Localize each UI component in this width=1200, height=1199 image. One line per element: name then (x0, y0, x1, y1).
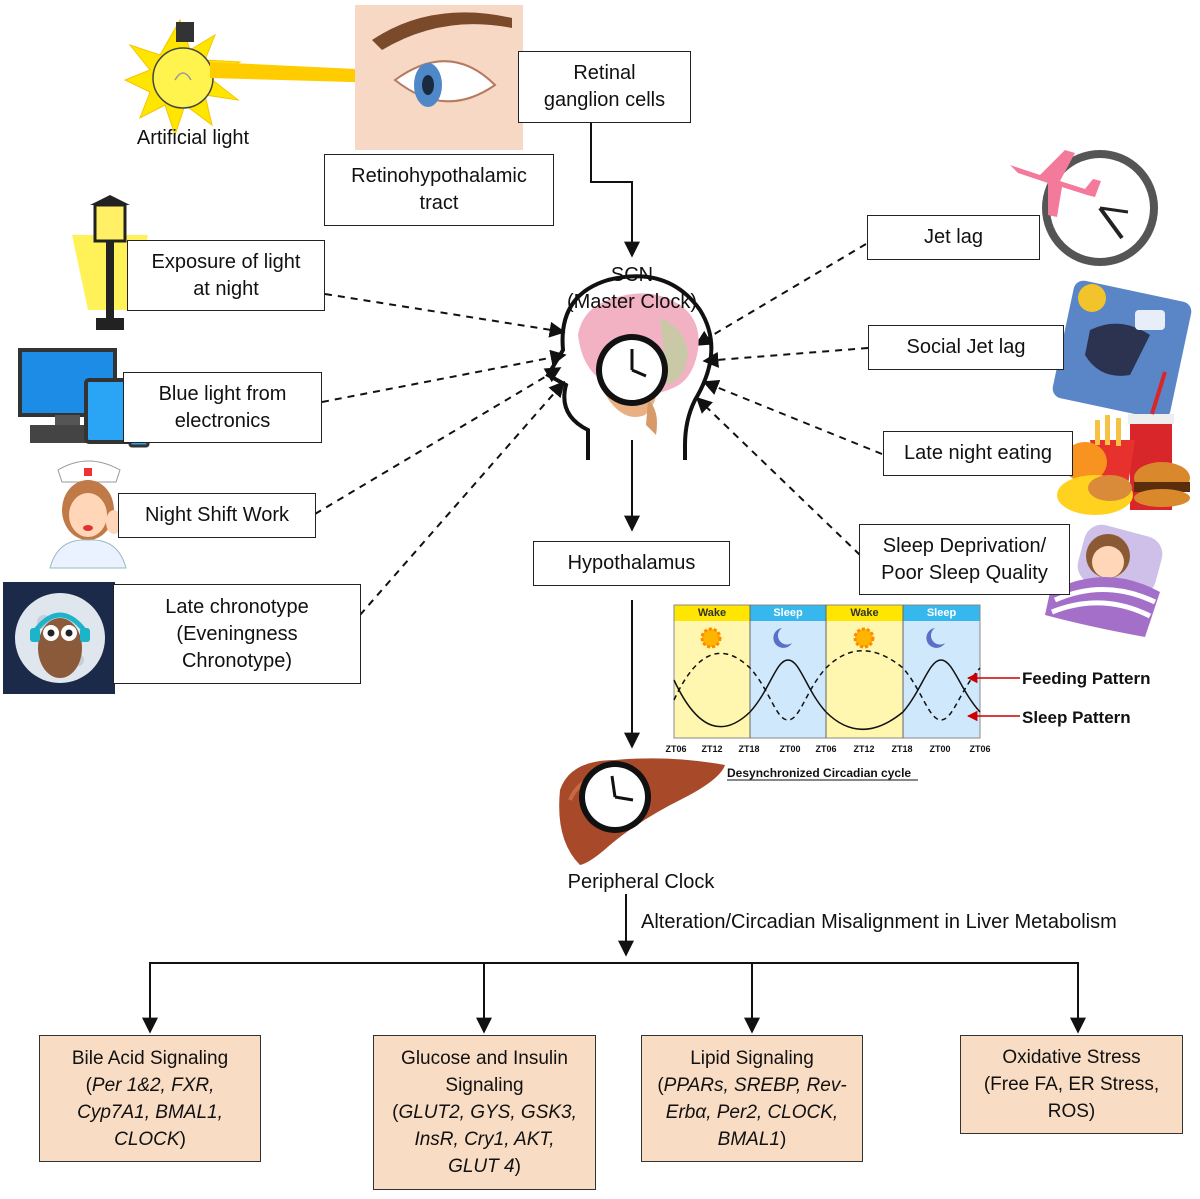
tick-5: ZT12 (853, 744, 875, 754)
tick-8: ZT06 (969, 744, 991, 754)
bile-acid-box: Bile Acid Signaling (Per 1&2, FXR, Cyp7A… (39, 1035, 261, 1162)
blue-light-line-1: Blue light from (158, 382, 287, 405)
tick-1: ZT12 (701, 744, 723, 754)
glucose-title-1: Glucose and Insulin (401, 1048, 568, 1069)
light-bulb-icon (123, 18, 242, 137)
artificial-light-label: Artificial light (136, 127, 250, 149)
sleep-pattern-label: Sleep Pattern (1022, 708, 1131, 727)
night-shift-box: Night Shift Work (118, 493, 316, 538)
oxidative-stress-box: Oxidative Stress (Free FA, ER Stress, RO… (960, 1035, 1183, 1134)
late-chronotype-box: Late chronotype (Eveningness Chronotype) (113, 584, 361, 684)
band-sleep-1: Sleep (773, 607, 803, 619)
bile-genes-1: Per 1&2, FXR, (91, 1074, 215, 1096)
tick-0: ZT06 (665, 744, 687, 754)
chronotype-line-3: Chronotype) (181, 649, 293, 672)
sleep-dep-line-1: Sleep Deprivation/ (882, 534, 1047, 557)
chronotype-line-1: Late chronotype (165, 595, 309, 618)
rht-line-1: Retinohypothalamic (351, 165, 527, 187)
feeding-pattern-label: Feeding Pattern (1022, 669, 1151, 688)
exposure-light-box: Exposure of light at night (127, 240, 325, 311)
liver-icon (559, 758, 725, 865)
fast-food-icon (1057, 371, 1190, 515)
chronotype-line-2: (Eveningness (176, 622, 298, 645)
tick-6: ZT18 (891, 744, 913, 754)
scn-line-1: SCN (610, 264, 654, 286)
circadian-cycle-chart (673, 604, 1020, 781)
glucose-gene-line-3: GLUT 4) (448, 1153, 521, 1180)
rht-line-2: tract (419, 192, 459, 214)
scn-line-2: (Master Clock) (566, 291, 697, 313)
band-wake-1: Wake (697, 607, 727, 619)
hypothalamus-box: Hypothalamus (533, 541, 730, 586)
social-jet-lag-box: Social Jet lag (868, 325, 1064, 370)
bile-close-paren: ) (179, 1128, 186, 1150)
lipid-genes-2: Erbα, Per2, CLOCK, (665, 1101, 839, 1123)
bile-gene-line-3: CLOCK) (114, 1126, 186, 1153)
night-shift-label: Night Shift Work (144, 504, 290, 526)
jet-lag-box: Jet lag (867, 215, 1040, 260)
lipid-signaling-box: Lipid Signaling (PPARs, SREBP, Rev- Erbα… (641, 1035, 863, 1162)
desynchronized-caption: Desynchronized Circadian cycle (727, 766, 912, 780)
glucose-genes-3: GLUT 4 (448, 1156, 515, 1177)
glucose-genes-2: InsR, Cry1, AKT, (414, 1129, 555, 1150)
retinal-line-2: ganglion cells (543, 89, 666, 111)
retinal-line-1: Retinal (573, 62, 636, 84)
lipid-open-paren: ( (657, 1074, 664, 1096)
eye-icon (355, 5, 523, 150)
glucose-gene-line-1: (GLUT2, GYS, GSK3, (392, 1099, 577, 1126)
scn-label: SCN (Master Clock) (552, 262, 712, 316)
social-jet-lag-label: Social Jet lag (906, 336, 1026, 358)
hypothalamus-label: Hypothalamus (567, 552, 696, 574)
lipid-gene-line-3: BMAL1) (718, 1126, 787, 1153)
peripheral-clock-label: Peripheral Clock (567, 871, 715, 893)
exposure-line-1: Exposure of light (151, 250, 301, 273)
lipid-genes-3: BMAL1 (717, 1128, 780, 1150)
insomnia-bed-icon (1052, 280, 1192, 420)
band-sleep-2: Sleep (926, 607, 957, 619)
tick-4: ZT06 (815, 744, 837, 754)
glucose-insulin-box: Glucose and Insulin Signaling (GLUT2, GY… (373, 1035, 596, 1190)
airplane-clock-icon (1010, 150, 1158, 266)
glucose-open-paren: ( (392, 1102, 399, 1123)
retinohypothalamic-box: Retinohypothalamic tract (324, 154, 554, 226)
sleep-deprivation-box: Sleep Deprivation/ Poor Sleep Quality (859, 524, 1070, 595)
band-wake-2: Wake (850, 607, 879, 619)
bile-gene-line-1: (Per 1&2, FXR, (86, 1072, 215, 1099)
lipid-title: Lipid Signaling (690, 1047, 814, 1069)
oxidative-line-2: (Free FA, ER Stress, (983, 1074, 1160, 1095)
bile-genes-3: CLOCK (114, 1128, 180, 1150)
tick-3: ZT00 (779, 744, 801, 754)
owl-moon-icon (3, 582, 115, 694)
tick-7: ZT00 (929, 744, 951, 754)
retinal-ganglion-box: Retinal ganglion cells (518, 51, 691, 123)
lipid-close-paren: ) (779, 1128, 787, 1150)
blue-light-box: Blue light from electronics (123, 372, 322, 443)
jet-lag-label: Jet lag (924, 226, 983, 248)
oxidative-line-3: ROS) (1047, 1101, 1096, 1122)
sleepless-girl-icon (1045, 524, 1163, 637)
bile-title: Bile Acid Signaling (71, 1047, 229, 1069)
lipid-genes-1: PPARs, SREBP, Rev- (663, 1074, 847, 1096)
alteration-label: Alteration/Circadian Misalignment in Liv… (641, 911, 1117, 933)
glucose-genes-1: GLUT2, GYS, GSK3, (398, 1102, 577, 1123)
master-clock-icon (596, 334, 668, 406)
sleep-dep-line-2: Poor Sleep Quality (881, 561, 1048, 584)
late-eating-label: Late night eating (904, 442, 1052, 464)
nurse-icon (49, 460, 127, 569)
blue-light-line-2: electronics (174, 409, 271, 432)
tick-2: ZT18 (738, 744, 760, 754)
exposure-line-2: at night (193, 277, 259, 300)
glucose-close-paren: ) (514, 1156, 521, 1177)
oxidative-line-1: Oxidative Stress (1002, 1047, 1141, 1068)
bile-genes-2: Cyp7A1, BMAL1, (77, 1101, 223, 1123)
bile-open-paren: ( (85, 1074, 92, 1096)
lipid-gene-line-1: (PPARs, SREBP, Rev- (657, 1072, 846, 1099)
glucose-title-2: Signaling (445, 1075, 524, 1096)
late-night-eating-box: Late night eating (883, 431, 1073, 476)
